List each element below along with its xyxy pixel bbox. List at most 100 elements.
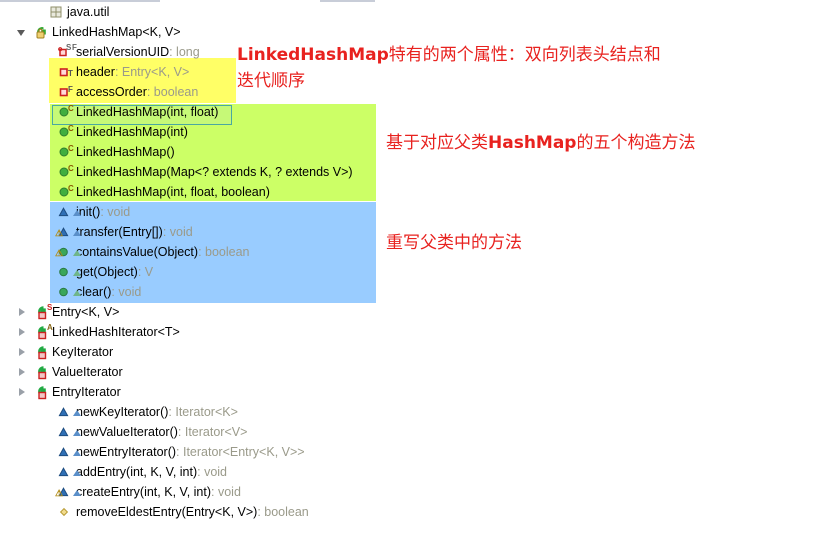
constructor-public-icon: C [57, 164, 74, 180]
class-private-static-icon: S [33, 303, 53, 320]
tree-row-class[interactable]: LinkedHashMap<K, V> [17, 22, 181, 42]
method-protected-deprecated-override-icon: ⚠ [55, 484, 81, 500]
expand-arrow-class[interactable] [17, 27, 27, 37]
tree-row-type: : void [197, 465, 228, 479]
tree-row-m-containsvalue[interactable]: ⚠containsValue(Object) : boolean [55, 242, 250, 262]
tree-row-type: : Iterator<K> [168, 405, 238, 419]
expand-arrow-c-keyiter[interactable] [17, 347, 27, 357]
constructor-badge: C [68, 144, 74, 153]
tree-row-label: addEntry(int, K, V, int) [76, 465, 198, 479]
tree-row-type: : void [162, 225, 193, 239]
class-private-icon [33, 384, 49, 400]
annotation-overrides: 重写父类中的方法 [386, 233, 522, 253]
package-icon [48, 4, 64, 20]
selected-row-ring[interactable] [52, 105, 232, 125]
expand-arrow-c-entiter[interactable] [17, 387, 27, 397]
tree-row-m-clear[interactable]: clear() : void [57, 282, 141, 302]
tree-row-type: : void [211, 485, 241, 499]
static-badge: S [47, 303, 53, 312]
tree-row-m-transfer[interactable]: ⚠transfer(Entry[]) : void [55, 222, 193, 242]
override-marker-icon [73, 210, 81, 216]
tree-row-m-newentryiter[interactable]: newEntryIterator() : Iterator<Entry<K, V… [57, 442, 305, 462]
constructor-badge: C [68, 184, 74, 193]
annotation-fields-text: 特有的两个属性：双向列表头结点和 迭代顺序 [237, 45, 661, 91]
warning-overlay-icon: ⚠ [55, 228, 64, 238]
expand-arrow-c-entry[interactable] [17, 307, 27, 317]
tree-row-label: removeEldestEntry(Entry<K, V>) [76, 505, 258, 519]
override-marker-icon [73, 430, 81, 436]
override-marker-icon [73, 490, 81, 496]
warning-overlay-icon: ⚠ [55, 488, 64, 498]
class-private-abstract-icon: A [33, 324, 53, 340]
constructors-highlight [50, 104, 376, 201]
override-marker-icon [73, 410, 81, 416]
constructor-public-icon: C [57, 104, 74, 120]
tree-row-package[interactable]: java.util [48, 2, 109, 22]
override-marker-icon [73, 250, 81, 256]
class-private-icon [33, 364, 49, 380]
tree-row-label: newValueIterator() [76, 425, 178, 439]
constructor-badge: C [68, 164, 74, 173]
annotation-constructors-post: 的五个构造方法 [576, 133, 696, 153]
tree-row-m-createentry[interactable]: ⚠ createEntry(int, K, V, int) : void [55, 482, 241, 502]
tree-row-type: : boolean [198, 245, 250, 259]
expand-arrow-c-lhiter[interactable] [17, 327, 27, 337]
method-public-override-icon [57, 264, 81, 280]
overrides-highlight [50, 202, 376, 303]
pane-top-divider [0, 0, 821, 2]
method-public-deprecated-override-icon: ⚠ [55, 244, 81, 260]
tree-row-label: serialVersionUID [76, 45, 170, 59]
transient-badge: T [68, 69, 73, 78]
override-marker-icon [73, 470, 81, 476]
tree-row-c-valiter[interactable]: ValueIterator [19, 362, 123, 382]
annotation-constructors-bold: HashMap [488, 133, 577, 153]
override-marker-icon [73, 450, 81, 456]
method-default-icon [57, 504, 73, 520]
final-badge: F [72, 43, 77, 52]
tree-row-type: : Entry<K, V> [114, 65, 190, 79]
warning-overlay-icon: ⚠ [55, 248, 64, 258]
fields-highlight [49, 58, 236, 103]
tree-row-type: : long [169, 45, 200, 59]
constructor-public-icon: C [57, 144, 74, 160]
tree-row-label: LinkedHashMap(int, float, boolean) [76, 185, 270, 199]
tree-row-c-keyiter[interactable]: KeyIterator [19, 342, 113, 362]
tree-row-type: : Iterator<Entry<K, V>> [176, 445, 305, 459]
method-public-override-icon [57, 284, 81, 300]
tree-row-label: clear() [76, 285, 112, 299]
tree-row-m-newvalueiter[interactable]: newValueIterator() : Iterator<V> [57, 422, 247, 442]
annotation-fields-bold: LinkedHashMap [237, 45, 389, 65]
tree-row-type: : void [111, 285, 142, 299]
method-protected-override-icon [57, 204, 81, 220]
annotation-constructors-pre: 基于对应父类 [386, 133, 488, 153]
class-public-icon [33, 24, 49, 40]
tree-row-c-entiter[interactable]: EntryIterator [19, 382, 121, 402]
tree-row-m-removeeldest[interactable]: removeEldestEntry(Entry<K, V>) : boolean [57, 502, 309, 522]
expand-arrow-c-valiter[interactable] [17, 367, 27, 377]
tree-row-m-newkeyiter[interactable]: newKeyIterator() : Iterator<K> [57, 402, 238, 422]
static-badge: S [66, 43, 72, 52]
tree-row-m-get[interactable]: get(Object) : V [57, 262, 153, 282]
method-protected-override-icon [57, 464, 81, 480]
tree-row-label: createEntry(int, K, V, int) [76, 485, 212, 499]
constructor-public-icon: C [57, 184, 74, 200]
tree-row-label: LinkedHashMap(Map<? extends K, ? extends… [76, 165, 353, 179]
tree-row-label: LinkedHashMap(int) [76, 125, 188, 139]
tree-row-type: : boolean [146, 85, 199, 99]
constructor-public-icon: C [57, 124, 74, 140]
field-private-transient-icon: T [57, 64, 73, 80]
tree-row-m-init[interactable]: init() : void [57, 202, 130, 222]
tree-row-m-addentry[interactable]: addEntry(int, K, V, int) : void [57, 462, 227, 482]
